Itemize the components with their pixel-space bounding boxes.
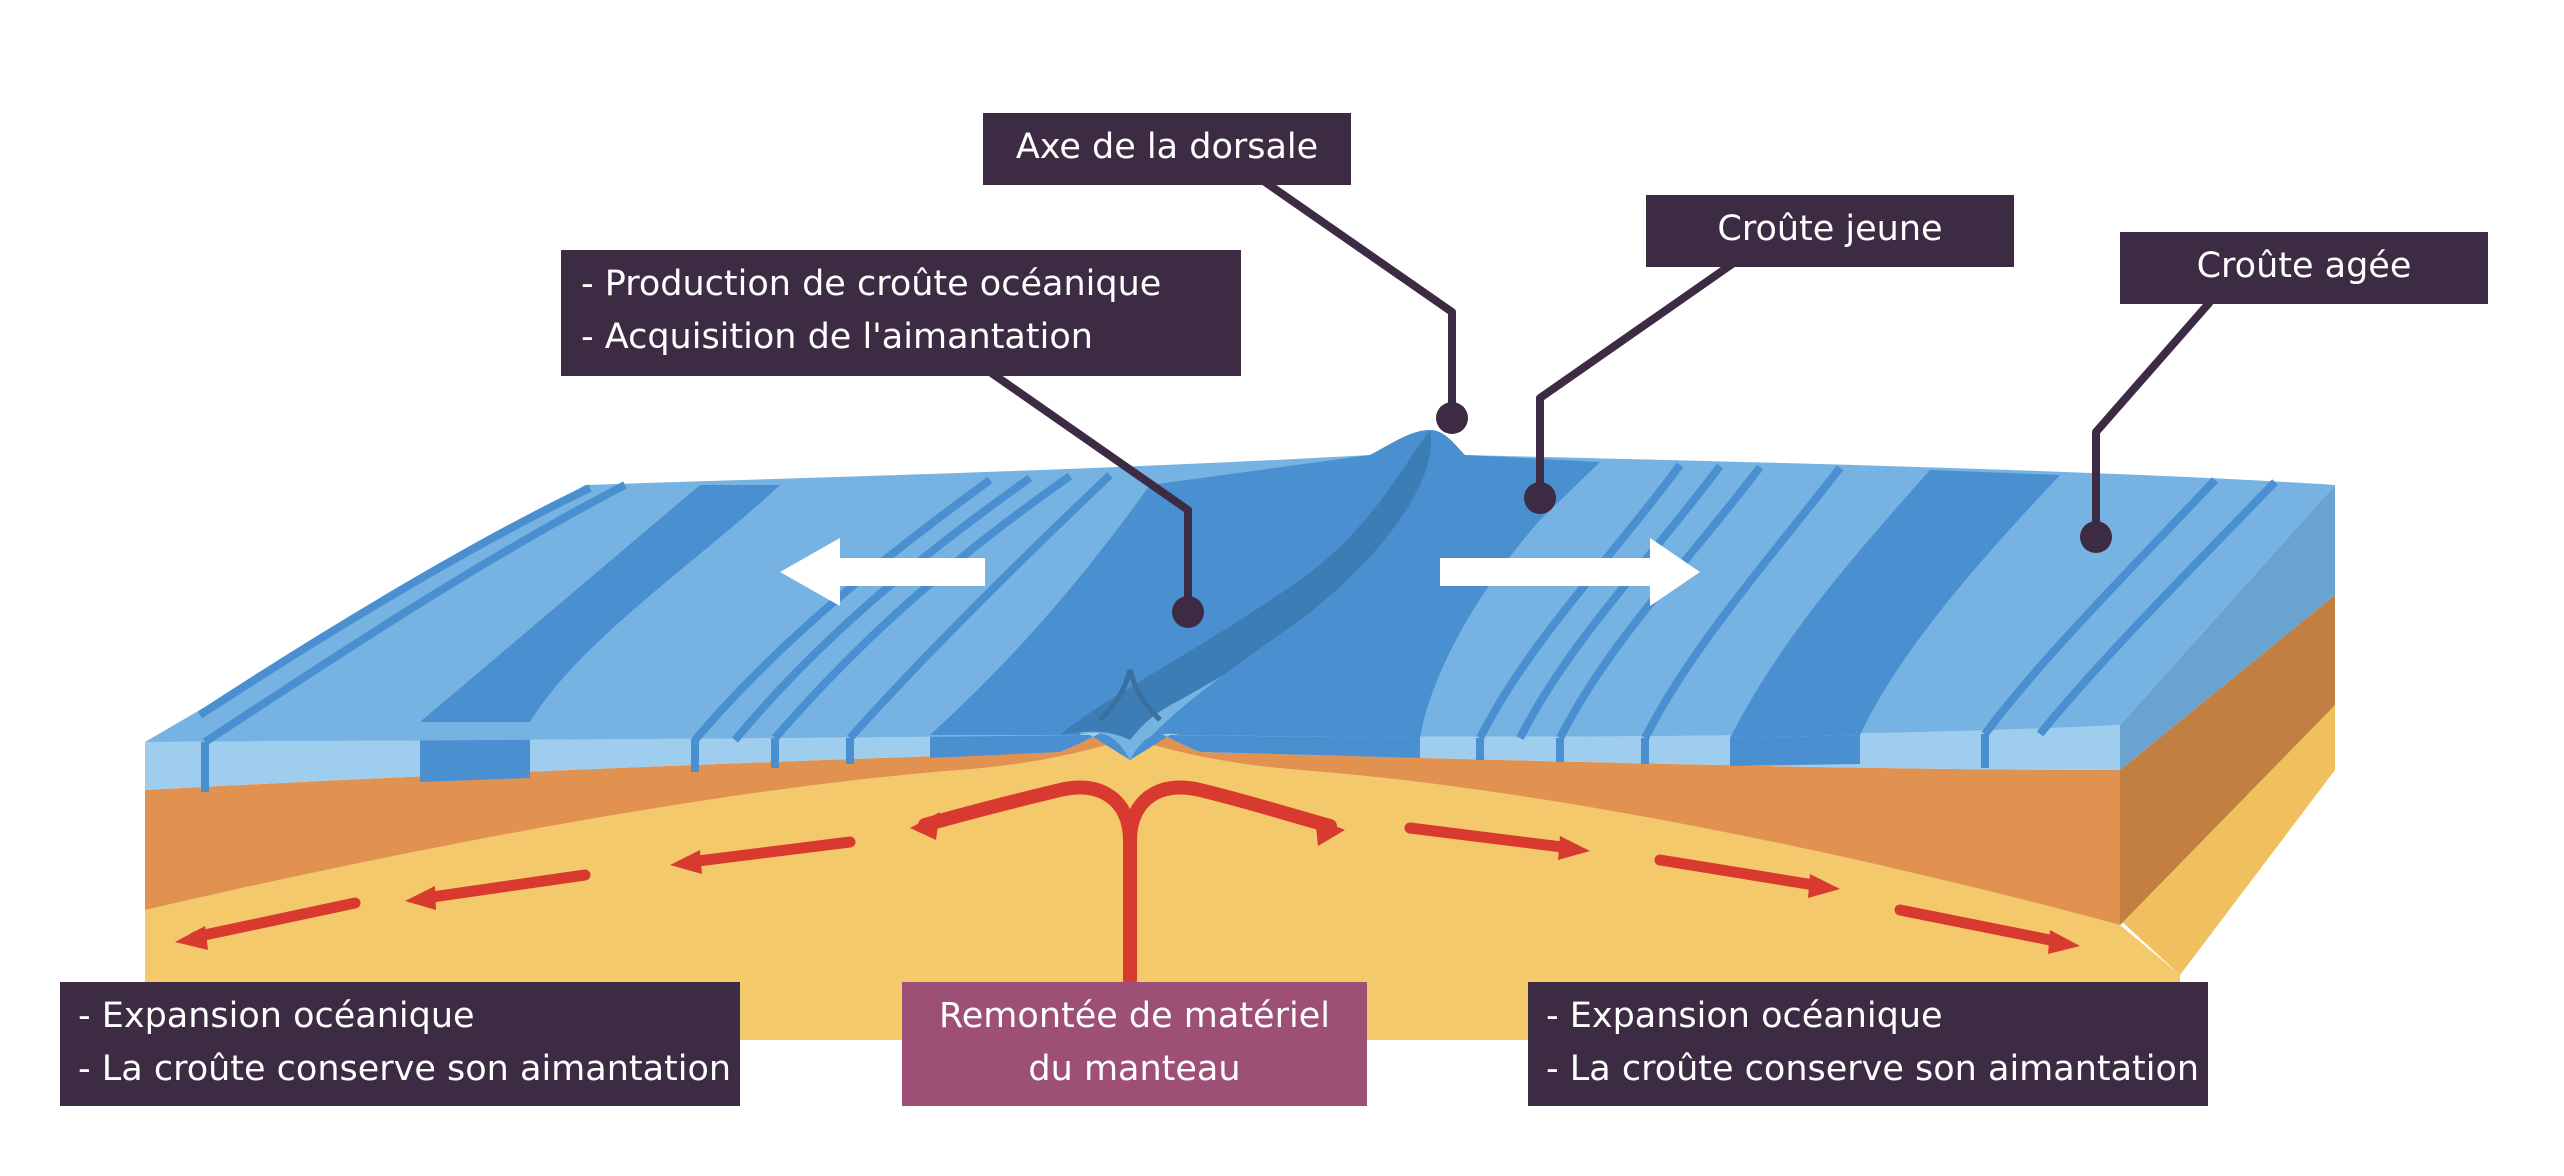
label-croute-agee: Croûte agée (2120, 232, 2488, 304)
band-ridge-dark (1060, 430, 1439, 740)
label-axe-dorsale: Axe de la dorsale (983, 113, 1351, 185)
label-expansion-left: - Expansion océanique - La croûte conser… (60, 982, 740, 1106)
crust-front-band-right (1730, 735, 1860, 766)
leader-lines (987, 178, 2214, 612)
label-agee-text: Croûte agée (2196, 246, 2412, 286)
ridge-axis-trough (1098, 669, 1162, 722)
label-remontee-line2: du manteau (1028, 1049, 1241, 1089)
label-expansion-right-line2: - La croûte conserve son aimantation (1546, 1049, 2200, 1089)
label-production: - Production de croûte océanique - Acqui… (561, 250, 1241, 376)
label-production-line2: - Acquisition de l'aimantation (581, 317, 1093, 357)
spreading-arrow-right (1440, 538, 1700, 606)
asthenosphere-side-lower (2120, 755, 2335, 975)
asthenosphere-front (145, 740, 2180, 1040)
label-remontee-line1: Remontée de matériel (939, 996, 1330, 1036)
spreading-arrow-left (780, 538, 985, 606)
crust-front-band-center (930, 715, 1420, 760)
mantle-flow-arrows (189, 822, 2066, 948)
band-left-outer (420, 485, 780, 722)
label-jeune-text: Croûte jeune (1717, 209, 1943, 249)
label-axe-text: Axe de la dorsale (1015, 127, 1319, 167)
label-expansion-right: - Expansion océanique - La croûte conser… (1528, 982, 2208, 1106)
band-right-outer (1730, 470, 2060, 738)
label-expansion-left-line2: - La croûte conserve son aimantation (78, 1049, 732, 1089)
band-center-right (1130, 430, 1600, 760)
magma-arrowheads (910, 812, 1345, 846)
band-center-left (930, 430, 1430, 735)
leader-dots (1172, 402, 2112, 628)
label-production-line1: - Production de croûte océanique (581, 264, 1162, 304)
lithosphere-side (2120, 595, 2335, 925)
label-remontee: Remontée de matériel du manteau (902, 982, 1367, 1106)
label-expansion-right-line1: - Expansion océanique (1546, 996, 1943, 1036)
crust-front-stripes (201, 734, 1989, 792)
label-croute-jeune: Croûte jeune (1646, 195, 2014, 267)
label-expansion-left-line1: - Expansion océanique (78, 996, 475, 1036)
crust-side (2120, 485, 2335, 770)
mantle-flow-arrowheads (175, 836, 2080, 954)
lithosphere-front (145, 715, 2120, 925)
magma-upwelling (918, 780, 1337, 987)
crust-top-stripes (197, 462, 2278, 746)
